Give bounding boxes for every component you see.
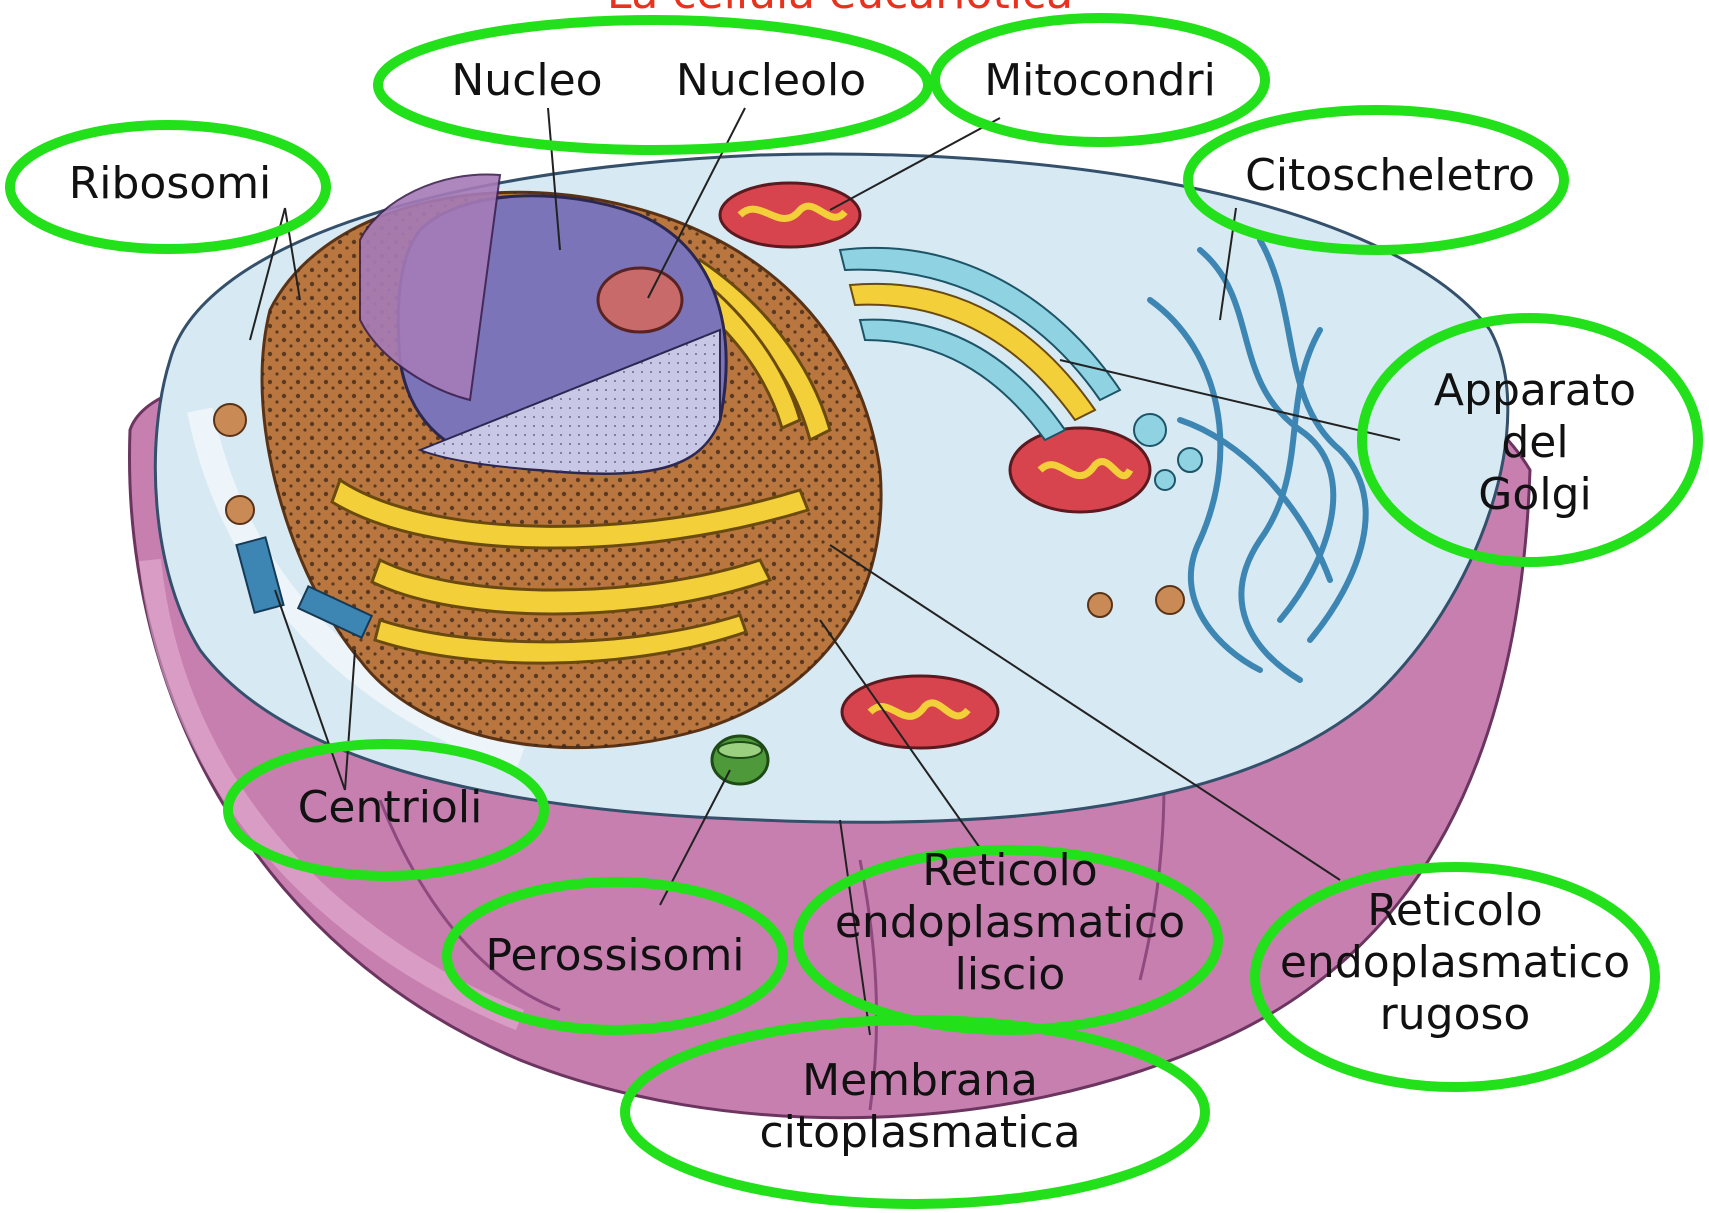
label-mitocondri: Mitocondri (950, 55, 1250, 107)
mitochondrion-top (720, 183, 860, 247)
mitochondrion-bottom (842, 676, 998, 748)
nucleolus-shape (598, 268, 682, 332)
label-citoscheletro: Citoscheletro (1200, 150, 1580, 202)
label-nucleolo: Nucleolo (656, 55, 886, 107)
label-perossisomi: Perossisomi (455, 930, 775, 982)
label-centrioli: Centrioli (255, 782, 525, 834)
label-ribosomi: Ribosomi (40, 158, 300, 210)
label-rel: Reticolo endoplasmatico liscio (810, 845, 1210, 1001)
label-nucleo: Nucleo (432, 55, 622, 107)
peroxisome-shape (712, 736, 768, 784)
mitochondrion-right (1010, 428, 1150, 512)
label-membrana: Membrana citoplasmatica (720, 1055, 1120, 1159)
label-golgi: Apparato del Golgi (1390, 365, 1680, 521)
label-rer: Reticolo endoplasmatico rugoso (1250, 885, 1660, 1041)
